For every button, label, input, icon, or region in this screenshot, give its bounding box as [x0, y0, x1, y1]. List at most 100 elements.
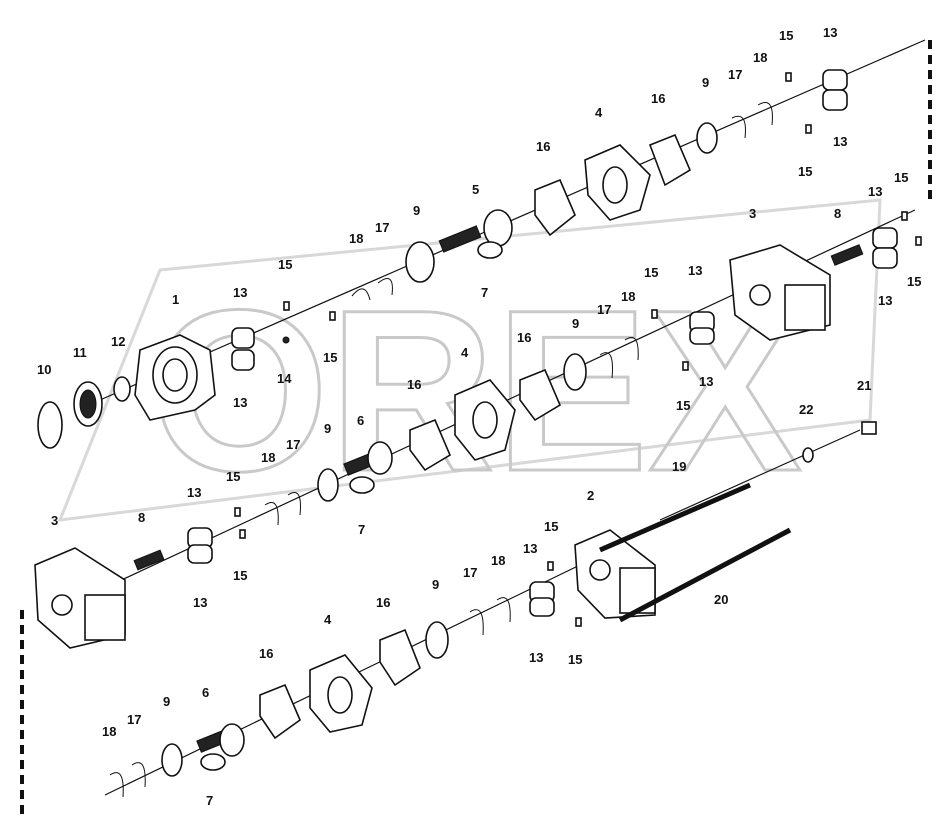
gear-7-a — [477, 241, 503, 259]
gasket-16-f — [259, 683, 301, 740]
callout-22: 22 — [799, 402, 813, 417]
bushing-13-b — [231, 349, 255, 371]
dowel-15-d — [805, 124, 812, 134]
callout-14: 14 — [277, 371, 292, 386]
clip-17-b — [731, 115, 746, 139]
thrust-plate-9-b — [696, 122, 718, 154]
clip-18-a — [351, 288, 371, 301]
bearing-11 — [73, 381, 103, 427]
tie-bolt-19 — [599, 482, 751, 553]
callout-16: 16 — [651, 91, 665, 106]
callout-18: 18 — [261, 450, 275, 465]
washer-22 — [802, 447, 814, 463]
bushing-13-e — [872, 227, 898, 249]
callout-9: 9 — [572, 316, 579, 331]
gear-housing-4-b — [454, 379, 516, 461]
axis-line-bolt — [659, 429, 861, 521]
callout-18: 18 — [102, 724, 116, 739]
callout-16: 16 — [536, 139, 550, 154]
thrust-plate-9-c — [563, 353, 587, 391]
callout-12: 12 — [111, 334, 125, 349]
callout-18: 18 — [349, 231, 363, 246]
callout-15: 15 — [894, 170, 908, 185]
callout-4: 4 — [595, 105, 603, 120]
callout-8: 8 — [834, 206, 841, 221]
callout-17: 17 — [127, 712, 141, 727]
front-cover-1 — [134, 334, 216, 421]
gasket-16-b — [648, 133, 692, 187]
callout-16: 16 — [259, 646, 273, 661]
gasket-16-d — [409, 418, 452, 472]
callout-7: 7 — [206, 793, 213, 808]
callout-13: 13 — [193, 595, 207, 610]
gasket-16-c — [519, 368, 562, 422]
callout-17: 17 — [597, 302, 611, 317]
dowel-15-h — [682, 361, 689, 371]
callout-4: 4 — [461, 345, 469, 360]
gear-7-c — [200, 753, 226, 771]
callout-13: 13 — [233, 395, 247, 410]
thrust-plate-9-a — [405, 241, 435, 283]
thrust-plate-9-e — [425, 621, 449, 659]
callout-13: 13 — [523, 541, 537, 556]
callout-15: 15 — [323, 350, 337, 365]
callout-6: 6 — [357, 413, 364, 428]
callout-9: 9 — [432, 577, 439, 592]
bushing-13-a — [231, 327, 255, 349]
clip-17-c — [599, 352, 613, 379]
bushing-13-h — [689, 327, 715, 345]
clip-17-e — [469, 609, 484, 636]
bushing-13-j — [187, 544, 213, 564]
callout-17: 17 — [728, 67, 742, 82]
bushing-13-l — [529, 597, 555, 617]
callout-17: 17 — [463, 565, 477, 580]
callout-13: 13 — [529, 650, 543, 665]
callout-18: 18 — [621, 289, 635, 304]
thrust-plate-9-f — [161, 743, 183, 777]
dowel-15-f — [915, 236, 922, 246]
callout-18: 18 — [491, 553, 505, 568]
callout-9: 9 — [702, 75, 709, 90]
bushing-13-c — [822, 69, 848, 91]
callout-11: 11 — [73, 345, 87, 360]
callout-15: 15 — [907, 274, 921, 289]
callout-3: 3 — [51, 513, 58, 528]
callout-7: 7 — [358, 522, 365, 537]
dowel-15-j — [239, 529, 246, 539]
callout-15: 15 — [644, 265, 658, 280]
tie-bolt-20 — [618, 527, 792, 623]
callout-2: 2 — [587, 488, 594, 503]
clip-17-d — [287, 492, 301, 516]
callout-17: 17 — [375, 220, 389, 235]
callout-9: 9 — [324, 421, 331, 436]
callout-1: 1 — [172, 292, 179, 307]
callout-13: 13 — [878, 293, 892, 308]
gear-7-b — [349, 476, 375, 494]
callout-13: 13 — [699, 374, 713, 389]
gasket-16-a — [534, 178, 576, 237]
callout-15: 15 — [226, 469, 240, 484]
gear-shaft-6-b — [196, 723, 245, 757]
rear-housing-3-b — [34, 547, 126, 649]
callout-15: 15 — [544, 519, 558, 534]
coupling-8-a — [830, 244, 864, 266]
snap-ring-10 — [37, 401, 63, 449]
callout-labels: 1 2 3 3 4 4 4 5 6 6 7 7 7 8 8 9 9 9 9 9 … — [37, 25, 921, 808]
gasket-16-e — [379, 628, 421, 687]
clip-18-e — [496, 597, 511, 623]
clip-18-f — [109, 772, 124, 798]
clip-18-b — [757, 102, 773, 126]
dowel-15-e — [901, 211, 908, 221]
clip-17-a — [377, 278, 393, 296]
callout-15: 15 — [798, 164, 812, 179]
callout-13: 13 — [688, 263, 702, 278]
callout-13: 13 — [233, 285, 247, 300]
callout-7: 7 — [481, 285, 488, 300]
dowel-15-i — [234, 507, 241, 517]
callout-13: 13 — [823, 25, 837, 40]
callout-13: 13 — [868, 184, 882, 199]
callout-17: 17 — [286, 437, 300, 452]
callout-16: 16 — [517, 330, 531, 345]
